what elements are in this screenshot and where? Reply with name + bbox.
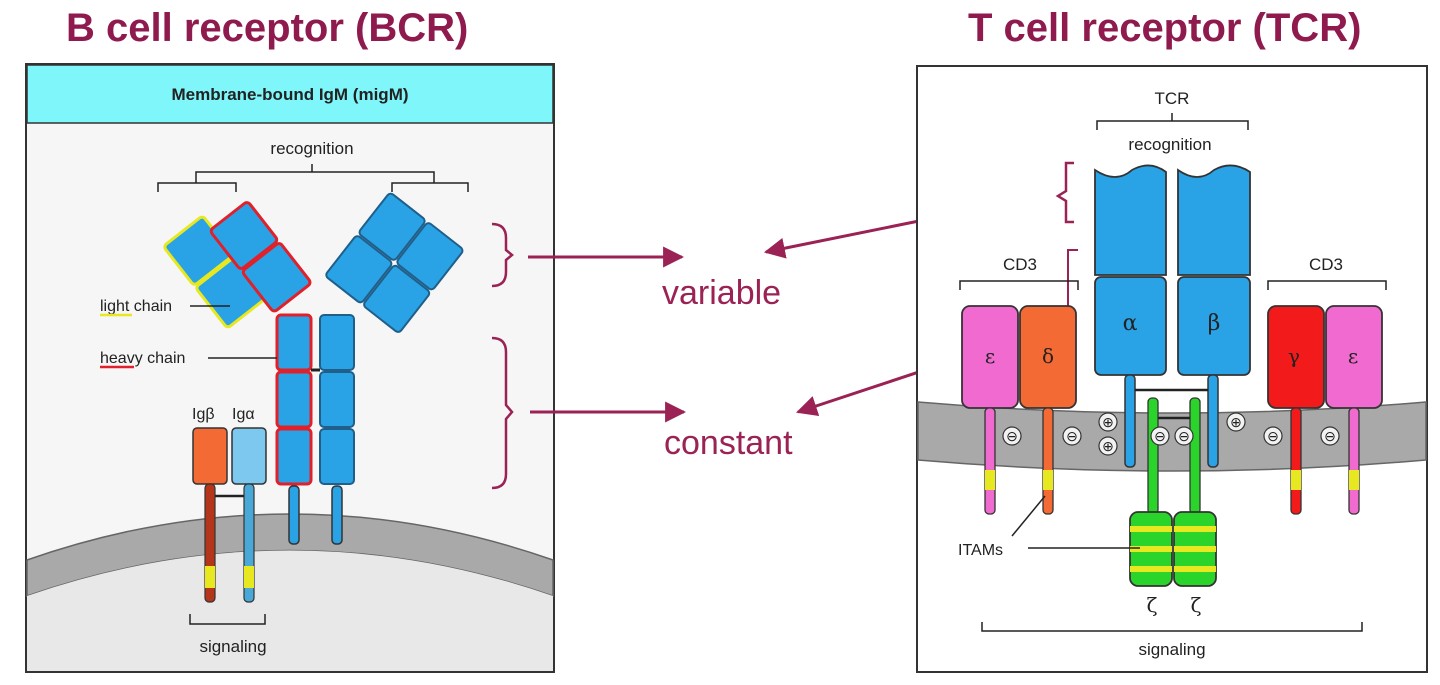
bcr-signaling-bracket: [189, 614, 266, 625]
tcr-beta-chain: [1177, 164, 1251, 468]
charge-8-sign: ⊖: [1267, 428, 1279, 444]
bcr-banner: [26, 64, 554, 124]
bcr-panel: Membrane-bound IgM (migM) recognition: [25, 63, 555, 673]
cd3-right-label: CD3: [1309, 255, 1343, 274]
cd3-left-label: CD3: [1003, 255, 1037, 274]
tcr-recognition-label: recognition: [1128, 135, 1211, 154]
cd3-delta: [1019, 305, 1077, 515]
bcr-recognition-bracket-top: [195, 171, 435, 183]
cd3-left-bracket: [959, 280, 1079, 290]
membrane-charges: ⊖ ⊖ ⊕ ⊕ ⊖ ⊖ ⊕ ⊖ ⊖: [1002, 412, 1340, 456]
charge-5: ⊖: [1150, 426, 1170, 446]
bcr-variable-bracket: [491, 222, 514, 288]
gamma-label: γ: [1288, 344, 1300, 368]
charge-8: ⊖: [1263, 426, 1283, 446]
bcr-right-fab: [325, 192, 464, 333]
charge-1-sign: ⊖: [1006, 428, 1018, 444]
charge-7: ⊕: [1226, 412, 1246, 432]
bcr-banner-text: Membrane-bound IgM (migM): [171, 85, 408, 104]
charge-1: ⊖: [1002, 426, 1022, 446]
charge-4: ⊕: [1098, 436, 1118, 456]
bcr-constant-bracket: [491, 336, 514, 490]
charge-2: ⊖: [1062, 426, 1082, 446]
bcr-light-chain-label: light chain: [100, 298, 172, 315]
epsilon-right-label: ε: [1348, 344, 1358, 368]
cd3-epsilon-right: [1325, 305, 1383, 515]
beta-label: β: [1208, 311, 1221, 336]
charge-7-sign: ⊕: [1230, 414, 1242, 430]
bcr-recognition-bracket-left: [157, 182, 237, 192]
charge-4-sign: ⊕: [1102, 438, 1114, 454]
charge-3-sign: ⊕: [1102, 414, 1114, 430]
variable-label: variable: [662, 274, 781, 312]
ig-beta: [192, 427, 228, 603]
itams-leader-1: [1011, 495, 1046, 537]
bcr-heavy-chain-right: [319, 314, 355, 545]
bcr-title: B cell receptor (BCR): [66, 6, 469, 50]
tcr-alpha-chain: [1094, 164, 1167, 468]
charge-9-sign: ⊖: [1324, 428, 1336, 444]
cd3-gamma: [1267, 305, 1325, 515]
bcr-left-heavy-fab: [209, 201, 312, 313]
bcr-signaling-label: signaling: [199, 637, 266, 656]
cd3-right-bracket: [1267, 280, 1387, 290]
ig-alpha: [231, 427, 267, 603]
charge-9: ⊖: [1320, 426, 1340, 446]
zeta-left-label: ζ: [1147, 593, 1158, 617]
constant-label: constant: [664, 424, 793, 462]
tcr-signaling-label: signaling: [1138, 640, 1205, 659]
itams-label: ITAMs: [958, 542, 1003, 559]
tcr-title: T cell receptor (TCR): [968, 6, 1362, 50]
delta-label: δ: [1042, 344, 1054, 368]
bcr-cytoplasm: [27, 550, 553, 671]
zeta-right-label: ζ: [1191, 593, 1202, 617]
charge-6-sign: ⊖: [1178, 428, 1190, 444]
cd3-epsilon-left: [961, 305, 1019, 515]
tcr-panel: TCR recognition α β CD3: [916, 65, 1428, 673]
tcr-label: TCR: [1155, 89, 1190, 108]
charge-2-sign: ⊖: [1066, 428, 1078, 444]
zeta-right-chain: [1173, 397, 1217, 587]
epsilon-left-label: ε: [985, 344, 995, 368]
ig-beta-label: Igβ: [192, 406, 215, 423]
alpha-label: α: [1123, 311, 1138, 336]
charge-5-sign: ⊖: [1154, 428, 1166, 444]
bcr-heavy-chain-label: heavy chain: [100, 350, 185, 367]
ig-alpha-label: Igα: [232, 406, 255, 423]
charge-6: ⊖: [1174, 426, 1194, 446]
charge-3: ⊕: [1098, 412, 1118, 432]
tcr-signaling-bracket: [981, 622, 1363, 632]
bcr-recognition-bracket-right: [391, 182, 469, 192]
zeta-left-chain: [1129, 397, 1173, 587]
bcr-recognition-label: recognition: [270, 139, 353, 158]
bcr-heavy-chain-left: [275, 313, 313, 545]
tcr-variable-bracket: [1055, 161, 1074, 224]
